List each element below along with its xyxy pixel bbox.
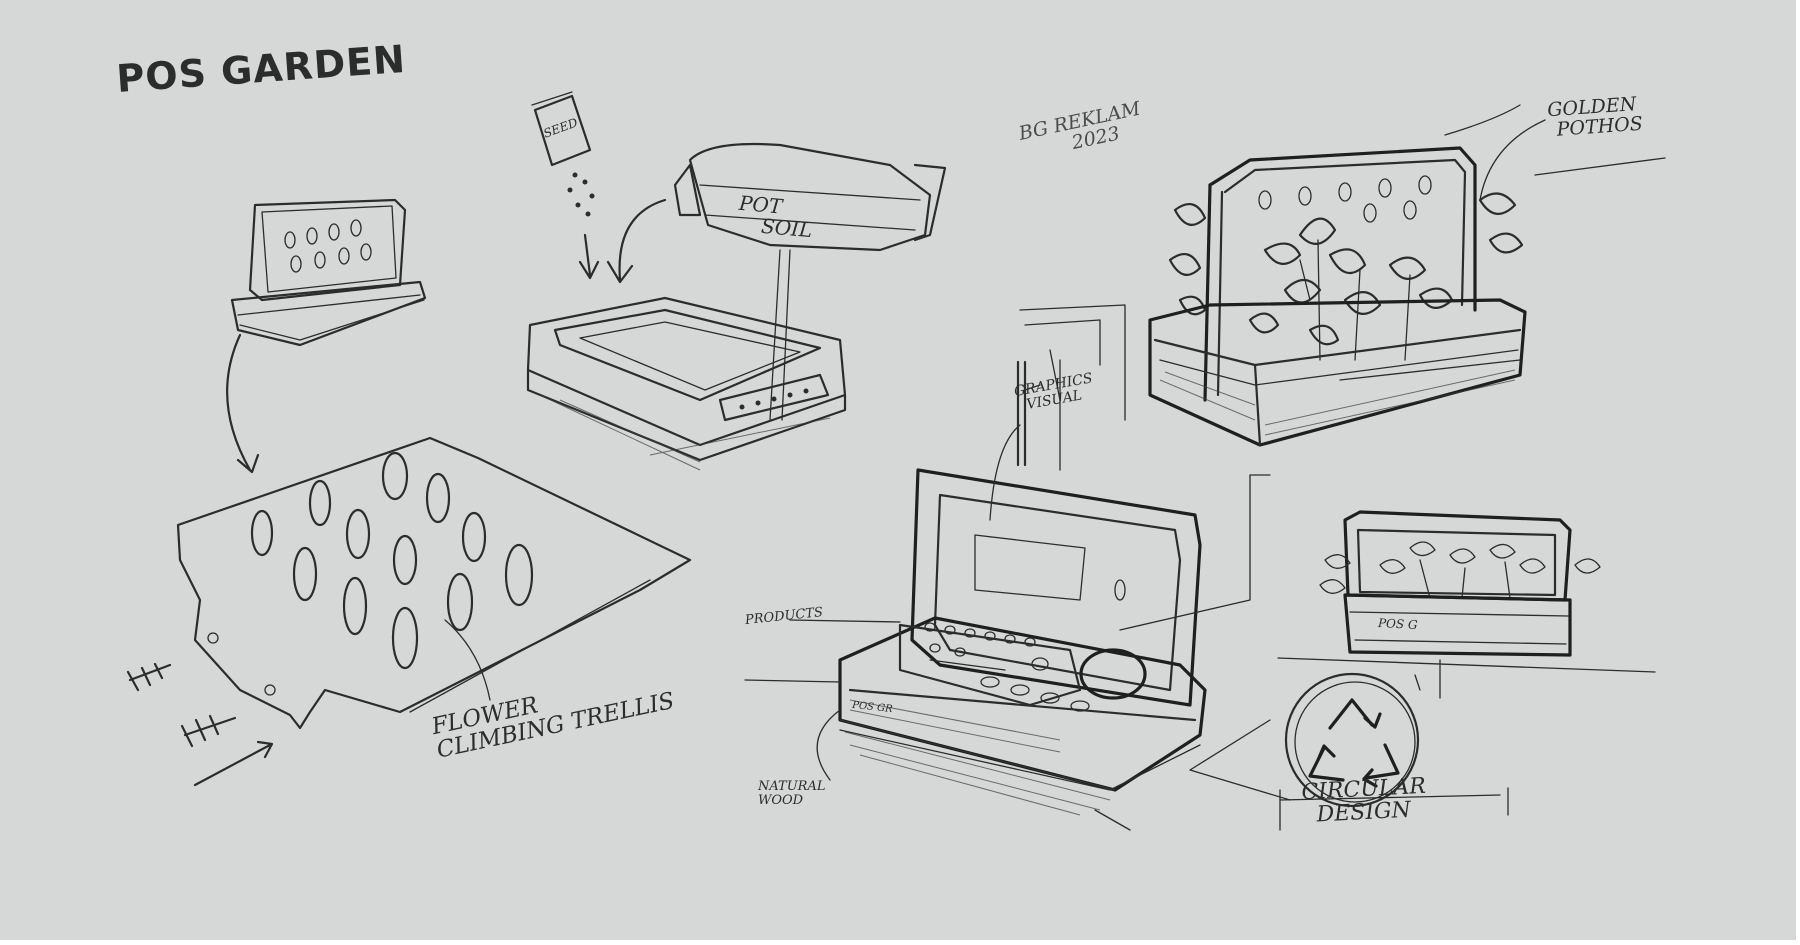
recycle-icon xyxy=(1189,672,1509,831)
golden-pothos-label: GOLDEN POTHOS xyxy=(1547,93,1644,141)
right-edge-strip xyxy=(1796,0,1800,945)
small-planter-sketch xyxy=(226,198,427,474)
natural-wood-label: NATURAL WOOD xyxy=(758,780,826,807)
natural-wood-line1: NATURAL xyxy=(758,779,826,794)
trellis-plate-sketch xyxy=(126,436,692,787)
pothos-planter-sketch xyxy=(1148,104,1666,447)
bottom-edge-strip xyxy=(0,940,1800,945)
compact-planter-front-label: POS G xyxy=(1377,615,1418,633)
soil-tray-sketch xyxy=(526,91,947,471)
pot-soil-label: POT SOIL xyxy=(736,191,815,242)
circular-design-label: CIRCULAR DESIGN xyxy=(1301,774,1428,828)
pos-unit-sketch xyxy=(744,304,1271,831)
compact-planter-sketch xyxy=(1277,510,1656,699)
natural-wood-line2: WOOD xyxy=(758,792,804,808)
